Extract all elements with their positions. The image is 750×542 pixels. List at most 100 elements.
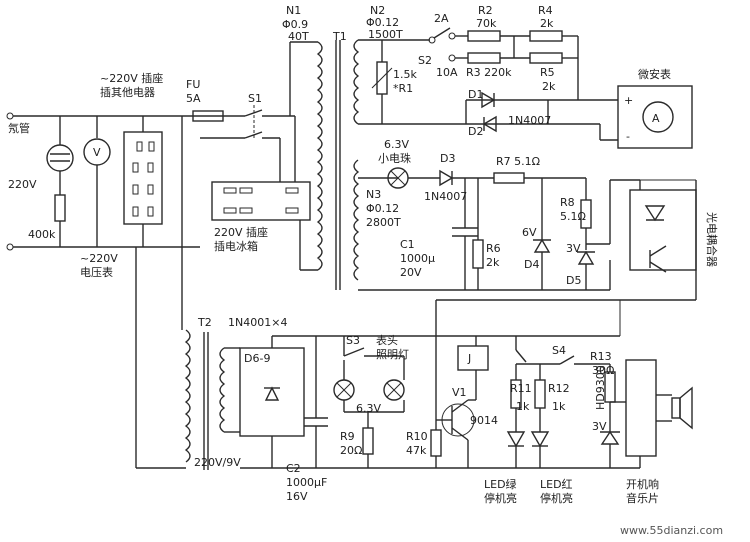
label-headlamp2: 照明灯 xyxy=(376,348,409,361)
outlet-box xyxy=(123,131,163,225)
label-v1-type: 9014 xyxy=(470,414,498,427)
led-green-icon xyxy=(506,431,526,448)
zener-3v-icon xyxy=(600,430,620,445)
label-r12: R12 xyxy=(548,382,570,395)
label-r9: R9 xyxy=(340,430,355,443)
label-voltmeter2: 电压表 xyxy=(80,265,113,279)
label-r10: R10 xyxy=(406,430,428,443)
label-fu: FU xyxy=(186,78,200,91)
label-d3: D3 xyxy=(440,152,455,165)
label-s2: S2 xyxy=(418,54,432,67)
relay-j xyxy=(457,345,489,371)
label-meter-a: A xyxy=(652,112,660,125)
label-r13-val: 30Ω xyxy=(592,364,614,377)
label-3v-d5: 3V xyxy=(566,242,581,255)
r2-resistor xyxy=(467,30,501,42)
label-3v-zener: 3V xyxy=(592,420,607,433)
label-6v: 6V xyxy=(522,226,537,239)
label-r10-val: 47k xyxy=(406,444,427,457)
label-music2: 音乐片 xyxy=(626,491,659,505)
label-microammeter: 微安表 xyxy=(638,67,671,81)
speaker-icon xyxy=(671,397,681,419)
label-n1-turns: 40T xyxy=(288,30,309,43)
label-bridge-type: 1N4001×4 xyxy=(228,316,287,329)
label-r13: R13 xyxy=(590,350,612,363)
microammeter-icon xyxy=(642,101,674,133)
v1-transistor-icon xyxy=(441,403,475,437)
label-led-red2: 停机亮 xyxy=(540,491,573,505)
label-t2-ratio: 220V/9V xyxy=(194,456,241,469)
label-r11-val: 1k xyxy=(516,400,530,413)
mains-input xyxy=(6,105,295,251)
label-c2-v: 16V xyxy=(286,490,308,503)
led-red-icon xyxy=(530,431,550,448)
label-fridge-socket1: 220V 插座 xyxy=(214,225,268,239)
label-headlamp1: 表头 xyxy=(376,333,398,347)
label-socket-other: ~220V 插座 xyxy=(100,71,163,85)
label-bulb-v: 6.3V xyxy=(384,138,409,151)
s2-pivot xyxy=(428,36,436,44)
label-voltmeter-v: V xyxy=(93,146,101,159)
label-n3-turns: 2800T xyxy=(366,216,401,229)
d5-zener xyxy=(577,250,595,265)
label-r5-val: 2k xyxy=(542,80,556,93)
label-r6-val: 2k xyxy=(486,256,500,269)
label-r1-val: 1.5k xyxy=(393,68,417,81)
label-r3: R3 220k xyxy=(466,66,512,79)
label-socket-other2: 插其他电器 xyxy=(100,85,155,99)
label-led-red1: LED红 xyxy=(540,478,573,491)
label-n2-wire: Φ0.12 xyxy=(366,16,399,29)
label-r4-val: 2k xyxy=(540,17,554,30)
label-n2-turns: 1500T xyxy=(368,28,403,41)
label-r8-val: 5.1Ω xyxy=(560,210,586,223)
label-led-green2: 停机亮 xyxy=(484,491,517,505)
label-r11: R11 xyxy=(510,382,532,395)
r400k-resistor xyxy=(54,194,66,222)
label-v1: V1 xyxy=(452,386,467,399)
r5-resistor xyxy=(529,52,563,64)
label-400k: 400k xyxy=(28,228,56,241)
label-lamps-v: 6.3V xyxy=(356,402,381,415)
label-voltmeter1: ~220V xyxy=(80,252,118,265)
fuse-fu xyxy=(192,110,224,122)
label-d3-type: 1N4007 xyxy=(424,190,467,203)
d1-diode xyxy=(481,91,496,109)
lamp-right-icon xyxy=(383,379,405,401)
label-bulb-name: 小电珠 xyxy=(378,151,411,165)
label-r2-val: 70k xyxy=(476,17,497,30)
label-d6-9: D6-9 xyxy=(244,352,270,365)
label-hd9300: HD9300 xyxy=(594,365,607,410)
label-r5: R5 xyxy=(540,66,555,79)
watermark: www.55dianzi.com xyxy=(620,524,723,537)
label-n3-wire: Φ0.12 xyxy=(366,202,399,215)
terminal-top xyxy=(6,112,14,120)
d3-diode xyxy=(439,169,454,187)
label-r12-val: 1k xyxy=(552,400,566,413)
r7-resistor xyxy=(493,172,525,184)
label-c2: C2 xyxy=(286,462,301,475)
label-d2: D2 xyxy=(468,125,483,138)
label-c1-val: 1000μ xyxy=(400,252,435,265)
label-r1: *R1 xyxy=(393,82,413,95)
s3-lamps xyxy=(333,336,405,468)
r12-resistor xyxy=(534,379,546,409)
n3-circuit xyxy=(358,167,640,291)
label-t1: T1 xyxy=(332,30,347,43)
label-music1: 开机响 xyxy=(626,477,659,491)
label-n3: N3 xyxy=(366,188,381,201)
t2-section xyxy=(135,116,516,470)
fridge-socket-box xyxy=(211,181,311,221)
label-n1-wire: Φ0.9 xyxy=(282,18,308,31)
label-c2-val: 1000μF xyxy=(286,476,327,489)
label-led-green1: LED绿 xyxy=(484,477,517,491)
transformer-t1 xyxy=(289,39,360,290)
label-fridge-socket2: 插电冰箱 xyxy=(214,239,258,253)
label-s4: S4 xyxy=(552,344,566,357)
label-fu-val: 5A xyxy=(186,92,201,105)
label-s2-2a: 2A xyxy=(434,12,449,25)
r6-resistor xyxy=(472,239,484,269)
r3-resistor xyxy=(467,52,501,64)
microammeter-box xyxy=(617,85,693,149)
